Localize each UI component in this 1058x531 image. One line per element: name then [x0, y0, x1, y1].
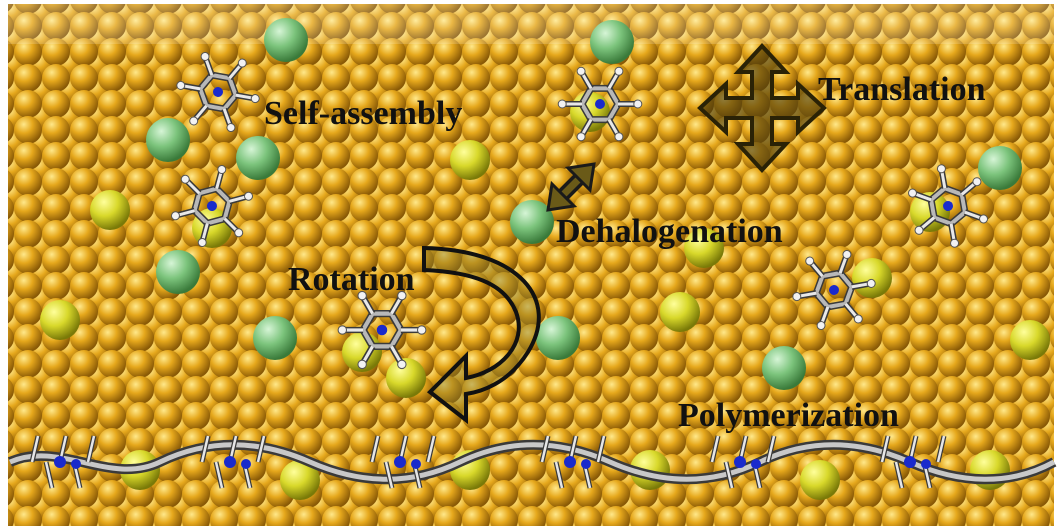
halogen-atom: [978, 146, 1022, 190]
surface-yellow-atom: [852, 258, 892, 298]
label-self-assembly: Self-assembly: [264, 95, 462, 132]
four-way-move-icon: [697, 43, 827, 173]
polymer-unit: [709, 435, 777, 489]
halogen-atom: [590, 20, 634, 64]
molecule: [337, 290, 427, 370]
halogen-atom: [146, 118, 190, 162]
label-dehalogenation: Dehalogenation: [556, 213, 783, 250]
surface-yellow-atom: [684, 228, 724, 268]
molecule: [792, 249, 876, 331]
polymer-unit: [29, 435, 97, 489]
halogen-atom: [253, 316, 297, 360]
surface-yellow-atom: [386, 358, 426, 398]
polymer-unit: [879, 435, 947, 489]
polymer-unit: [199, 435, 267, 489]
double-headed-arrow-icon: [546, 162, 596, 212]
halogen-atom: [536, 316, 580, 360]
halogen-atom: [510, 200, 554, 244]
surface-yellow-atom: [450, 140, 490, 180]
halogen-atom: [236, 136, 280, 180]
label-rotation: Rotation: [288, 261, 415, 298]
molecule: [907, 164, 989, 248]
halogen-atom: [264, 18, 308, 62]
molecule: [557, 66, 643, 142]
polymer-unit: [369, 435, 437, 489]
polymer-unit: [539, 435, 607, 489]
molecule: [176, 51, 260, 133]
surface-yellow-atom: [660, 292, 700, 332]
surface-yellow-atom: [280, 460, 320, 500]
polymer-chain: [7, 435, 1057, 489]
molecule: [170, 164, 254, 248]
surface-yellow-atom: [1010, 320, 1050, 360]
surface-yellow-atom: [800, 460, 840, 500]
halogen-atom: [762, 346, 806, 390]
curved-arrow-icon: [422, 245, 541, 425]
surface-yellow-atom: [40, 300, 80, 340]
halogen-atom: [156, 250, 200, 294]
surface-yellow-atom: [90, 190, 130, 230]
label-translation: Translation: [818, 71, 986, 108]
molecules: [7, 51, 1057, 489]
halogen-atoms: [146, 18, 1022, 390]
label-polymerization: Polymerization: [678, 397, 899, 434]
